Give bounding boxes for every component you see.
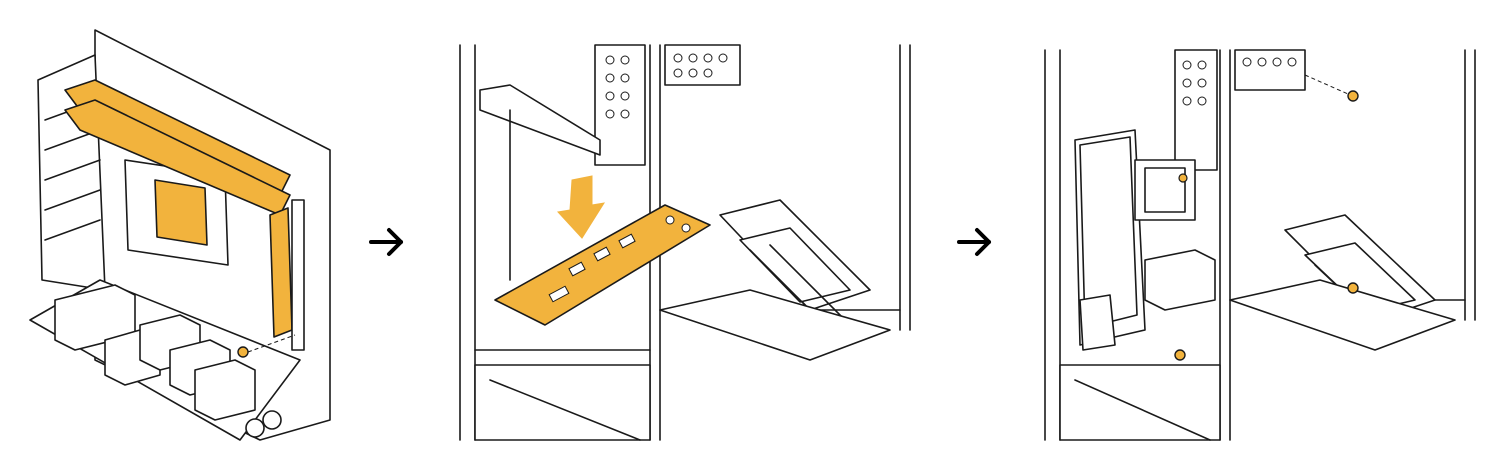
side-slot-highlight xyxy=(269,207,293,338)
mesh-panel xyxy=(1174,49,1306,171)
psu-bracket xyxy=(479,84,601,156)
case-bottom xyxy=(1059,364,1221,441)
screw-icon xyxy=(1347,282,1359,294)
io-ports xyxy=(54,284,256,421)
screw-icon xyxy=(1304,74,1359,102)
case-bottom xyxy=(474,364,651,441)
right-arrow-icon xyxy=(955,222,995,262)
step-3-installed-illustration xyxy=(1035,0,1504,452)
screw-icon xyxy=(1174,349,1186,361)
step-1-motherboard-illustration xyxy=(0,0,340,452)
mesh-panel xyxy=(594,44,741,166)
screw-icon xyxy=(1178,173,1188,183)
case-floor xyxy=(659,289,891,361)
edge-connector xyxy=(291,199,305,351)
ram-module-highlight xyxy=(64,79,291,216)
io-shield-highlight xyxy=(494,204,711,326)
case-floor xyxy=(1229,279,1456,351)
down-arrow-icon xyxy=(557,175,606,239)
right-arrow-icon xyxy=(367,222,407,262)
cpu-cooler-highlight xyxy=(154,179,208,246)
screw-icon xyxy=(237,334,296,358)
installed-motherboard xyxy=(1074,129,1216,351)
step-2-io-shield-illustration xyxy=(450,0,940,452)
drive-cage xyxy=(719,199,871,331)
